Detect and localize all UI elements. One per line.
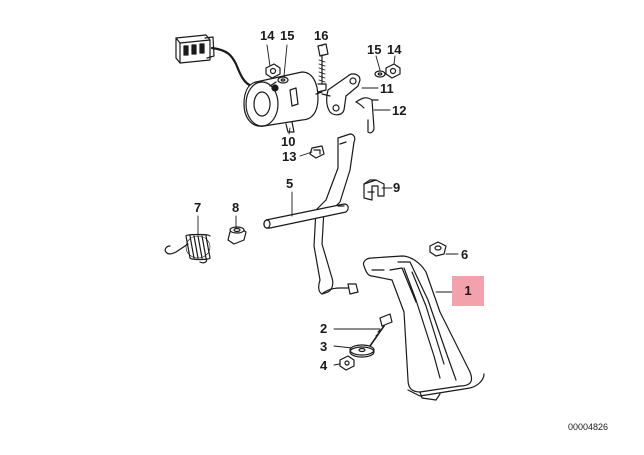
sensor-cable bbox=[210, 46, 254, 88]
nut-4 bbox=[339, 355, 355, 371]
pedal-shaft-5 bbox=[263, 203, 349, 229]
clip-13 bbox=[309, 145, 325, 159]
bolt-16 bbox=[317, 43, 329, 85]
callout-11[interactable]: 11 bbox=[380, 81, 394, 96]
callout-15-left[interactable]: 15 bbox=[280, 28, 295, 43]
washer-3 bbox=[349, 344, 375, 358]
pedal-lever-5 bbox=[313, 133, 359, 295]
callout-15-right[interactable]: 15 bbox=[367, 42, 382, 57]
bushing-8 bbox=[227, 226, 247, 245]
callout-13[interactable]: 13 bbox=[282, 149, 297, 164]
callout-14-right[interactable]: 14 bbox=[387, 42, 402, 57]
stop-screw-2 bbox=[369, 313, 393, 347]
nut-washer-right bbox=[374, 63, 401, 79]
callout-1-highlighted[interactable]: 1 bbox=[452, 276, 484, 306]
return-spring-7 bbox=[164, 233, 211, 264]
callout-2[interactable]: 2 bbox=[320, 321, 328, 336]
clamp-9 bbox=[363, 179, 385, 201]
callout-5[interactable]: 5 bbox=[286, 176, 294, 191]
connector-plug bbox=[175, 34, 215, 64]
callout-12[interactable]: 12 bbox=[392, 103, 407, 118]
accelerator-pedal-1 bbox=[362, 255, 485, 401]
nut-washer-left bbox=[265, 63, 289, 84]
callout-6[interactable]: 6 bbox=[461, 247, 469, 262]
clip-6 bbox=[429, 241, 447, 257]
callout-9[interactable]: 9 bbox=[393, 180, 401, 195]
callout-14-left[interactable]: 14 bbox=[260, 28, 275, 43]
callout-4[interactable]: 4 bbox=[320, 358, 328, 373]
callout-10[interactable]: 10 bbox=[281, 134, 296, 149]
pedal-sensor-body bbox=[243, 71, 327, 133]
link-rod-12 bbox=[355, 97, 379, 134]
bracket-11 bbox=[321, 73, 361, 116]
callout-3[interactable]: 3 bbox=[320, 339, 328, 354]
callout-7[interactable]: 7 bbox=[194, 200, 202, 215]
leader-lines bbox=[197, 44, 459, 366]
diagram-code: 00004826 bbox=[568, 422, 609, 432]
callout-8[interactable]: 8 bbox=[232, 200, 240, 215]
callout-16[interactable]: 16 bbox=[314, 28, 329, 43]
